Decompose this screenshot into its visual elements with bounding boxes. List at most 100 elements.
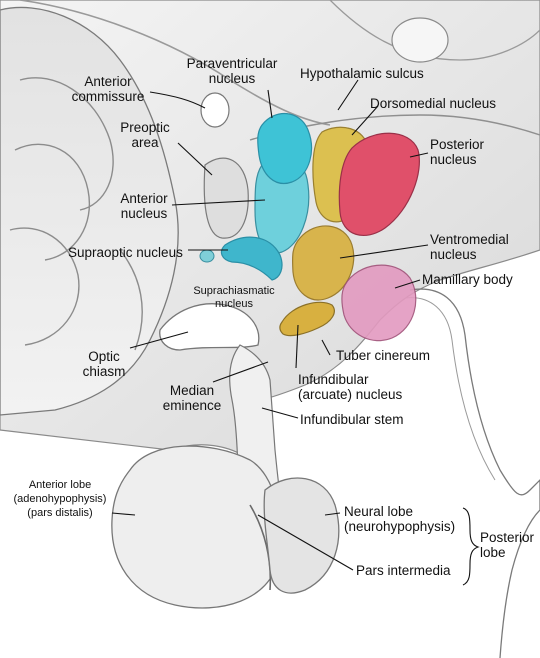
label-suprachiasmatic-line-1: Suprachiasmatic (193, 285, 275, 297)
label-ventromedial-line-1: Ventromedial (430, 232, 509, 247)
leader-anterior-nucleus (171, 199, 266, 206)
label-infundibular-nucleus-line-2: (arcuate) nucleus (298, 387, 403, 402)
label-anterior-lobe-line-1: Anterior lobe (29, 479, 91, 491)
mamillary-body-shape (341, 264, 417, 342)
label-pars-intermedia-line-1: Pars intermedia (356, 563, 451, 578)
leader-optic-chiasm (129, 331, 189, 349)
label-paraventricular-line-2: nucleus (209, 71, 256, 86)
label-anterior-nucleus-line-1: Anterior (120, 191, 168, 206)
suprachiasmatic-nucleus-shape (199, 249, 215, 263)
neural-lobe-structure (263, 477, 340, 594)
anterior-lobe-structure (111, 445, 281, 609)
label-infundibular-stem: Infundibular stem (300, 412, 404, 427)
leader-infundibular-nucleus (295, 324, 299, 369)
label-preoptic-line-1: Preoptic (120, 120, 170, 135)
label-tuber-cinereum: Tuber cinereum (336, 348, 430, 363)
ventromedial-nucleus-shape (291, 225, 355, 301)
upper-fold (19, 0, 331, 126)
label-optic-chiasm-line-1: Optic (88, 349, 120, 364)
label-dorsomedial: Dorsomedial nucleus (370, 96, 496, 111)
paraventricular-nucleus-shape (257, 112, 313, 184)
gyrus-fold-2 (14, 143, 90, 261)
leader-lines (111, 79, 480, 586)
leader-posterior (409, 152, 429, 158)
leader-neural-lobe (324, 512, 341, 516)
label-posterior-line-1: Posterior (430, 137, 485, 152)
label-preoptic-line-2: area (131, 135, 159, 150)
label-infundibular-nucleus-line-1: Infundibular (298, 372, 369, 387)
label-paraventricular-line-1: Paraventricular (187, 56, 278, 71)
supraoptic-nucleus-shape (220, 236, 283, 281)
label-hypothalamic-sulcus-line-1: Hypothalamic sulcus (300, 66, 424, 81)
label-anterior-commissure-line-2: commissure (72, 89, 145, 104)
leader-pars-intermedia (257, 514, 354, 571)
label-anterior-lobe: Anterior lobe (adenohypophysis) (pars dist… (14, 479, 107, 519)
leader-anterior-commissure (149, 91, 206, 109)
label-anterior-nucleus-line-2: nucleus (121, 206, 168, 221)
label-posterior-line-2: nucleus (430, 152, 477, 167)
posterior-membrane-inner (404, 297, 496, 481)
hypothalamic-nuclei (199, 112, 420, 342)
label-supraoptic: Supraoptic nucleus (68, 245, 183, 260)
label-neural-lobe-line-2: (neurohypophysis) (344, 519, 455, 534)
leader-dorsomedial (351, 105, 379, 136)
gyrus-fold-3 (9, 227, 80, 346)
label-posterior-lobe-line-1: Posterior (480, 530, 535, 545)
label-dorsomedial-line-1: Dorsomedial nucleus (370, 96, 496, 111)
label-anterior-lobe-line-2: (adenohypophysis) (14, 493, 107, 505)
label-hypothalamic-sulcus: Hypothalamic sulcus (300, 66, 424, 81)
posterior-nucleus-shape (338, 132, 420, 237)
label-posterior-lobe-line-2: lobe (480, 545, 506, 560)
gyrus-fold-1 (19, 77, 114, 211)
leader-mamillary (394, 279, 421, 289)
leader-anterior-lobe (111, 512, 136, 516)
leader-infundibular-stem (261, 407, 299, 419)
arcuate-nucleus-shape (279, 301, 335, 337)
optic-chiasm-structure (159, 303, 260, 351)
leader-ventromedial (339, 244, 429, 259)
gyrus-fold-4 (119, 249, 143, 351)
label-mamillary: Mamillary body (422, 272, 513, 287)
posterior-membrane (409, 288, 540, 658)
pituitary-gland (111, 288, 540, 658)
upper-right-fold (329, 0, 540, 61)
anterior-commissure-structure (200, 92, 230, 128)
pars-intermedia-structure (249, 504, 272, 591)
label-mamillary-line-1: Mamillary body (422, 272, 513, 287)
posterior-lobe-brace (462, 507, 480, 586)
label-neural-lobe: Neural lobe(neurohypophysis) (344, 504, 455, 534)
label-median-eminence-line-1: Median (170, 383, 214, 398)
label-anterior-lobe-line-3: (pars distalis) (27, 507, 92, 519)
leader-hypothalamic-sulcus (337, 79, 359, 111)
label-anterior-commissure-line-1: Anterior (84, 74, 132, 89)
leader-median-eminence (212, 361, 269, 383)
label-median-eminence-line-2: eminence (163, 398, 222, 413)
label-tuber-cinereum-line-1: Tuber cinereum (336, 348, 430, 363)
leader-paraventricular (267, 89, 273, 119)
label-infundibular-stem-line-1: Infundibular stem (300, 412, 404, 427)
label-pars-intermedia: Pars intermedia (356, 563, 451, 578)
label-neural-lobe-line-1: Neural lobe (344, 504, 413, 519)
leader-preoptic (177, 142, 213, 176)
leader-tuber-cinereum (321, 339, 331, 356)
label-optic-chiasm-line-2: chiasm (83, 364, 126, 379)
label-infundibular-nucleus: Infundibular(arcuate) nucleus (298, 372, 403, 402)
preoptic-area-structure (203, 157, 249, 239)
label-suprachiasmatic-line-2: nucleus (215, 298, 253, 310)
label-supraoptic-line-1: Supraoptic nucleus (68, 245, 183, 260)
interthalamic-adhesion (391, 17, 449, 63)
label-ventromedial-line-2: nucleus (430, 247, 477, 262)
